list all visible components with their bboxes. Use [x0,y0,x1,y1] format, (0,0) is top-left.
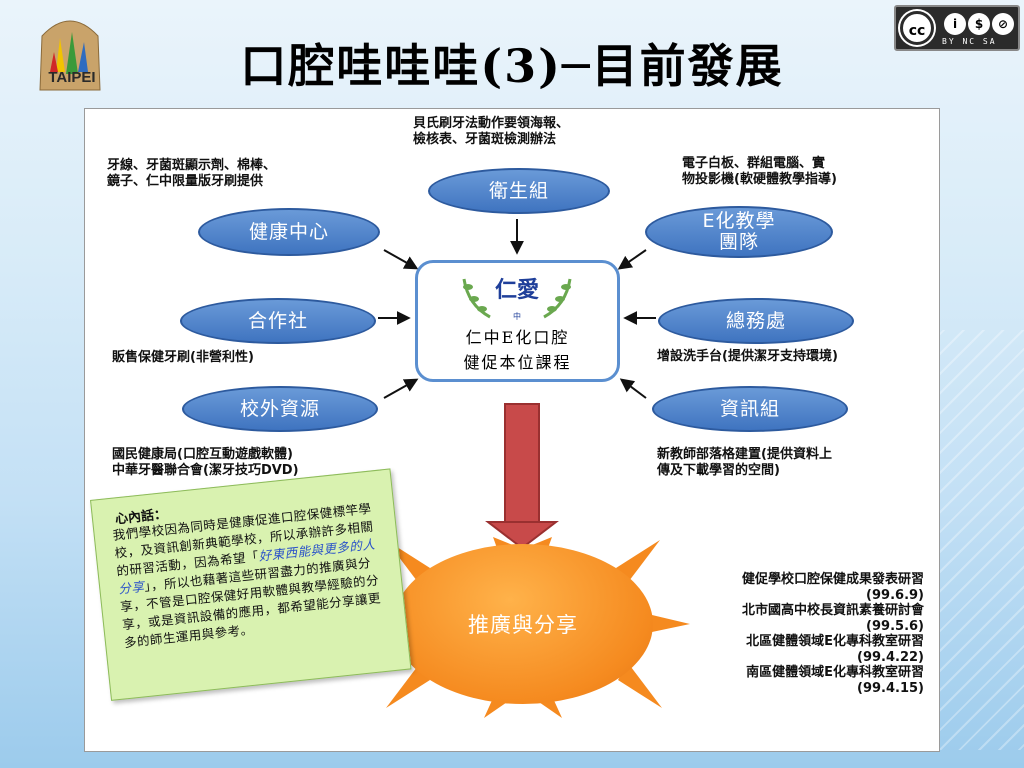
sticky-body: 我們學校因為同時是健康促進口腔保健標竿學校，及資訊創新典範學校，所以承辦許多相關… [112,499,392,652]
share-arrow-head [485,521,559,550]
slide-title: 口腔哇哇哇(3)─目前發展 [240,39,784,93]
cc-license-badge[interactable]: cc i $ ⊘ BY NC SA [894,5,1020,51]
node-health[interactable]: 衛生組 [428,168,610,214]
arrow-info [619,378,647,399]
node-outside[interactable]: 校外資源 [182,386,378,432]
node-coop[interactable]: 合作社 [180,298,376,344]
node-health-center[interactable]: 健康中心 [198,208,380,256]
taipei-logo-text: TAIPEI [48,69,96,86]
arrow-outside [383,378,419,399]
note-health: 貝氏刷牙法動作要領海報、 檢核表、牙菌斑檢測辦法 [413,116,570,147]
cc-license-label: BY NC SA [942,37,997,46]
note-health-center: 牙線、牙菌斑顯示劑、棉棒、 鏡子、仁中限量版牙刷提供 [107,158,277,189]
node-info[interactable]: 資訊組 [652,386,848,432]
ren-ai-logo-text: 仁愛 [495,277,539,303]
nc-icon: $ [968,13,990,35]
share-sun[interactable]: 推廣與分享 [393,544,653,704]
arrow-elearn [617,249,647,270]
by-icon: i [944,13,966,35]
sa-icon: ⊘ [992,13,1014,35]
center-course-box[interactable]: 仁愛 中 仁中E化口腔 健促本位課程 [415,260,620,382]
note-info: 新教師部落格建置(提供資料上 傳及下載學習的空間) [657,447,832,478]
cc-icon: cc [900,11,934,45]
taipei-logo [39,20,101,91]
ren-ai-logo: 仁愛 中 [462,277,572,321]
node-elearn[interactable]: E化教學 團隊 [645,206,833,258]
note-coop: 販售保健牙刷(非營利性) [112,350,254,365]
ren-ai-logo-sub: 中 [513,311,521,321]
note-elearn: 電子白板、群組電腦、實 物投影機(軟硬體教學指導) [682,156,837,187]
arrow-health-center [383,249,419,270]
node-general[interactable]: 總務處 [658,298,854,344]
workshop-list: 健促學校口腔保健成果發表研習 (99.6.9) 北市國高中校長資訊素養研討會 (… [741,572,924,696]
center-course-text: 仁中E化口腔 健促本位課程 [463,328,572,372]
share-arrow-shaft [504,403,540,525]
note-general: 增設洗手台(提供潔牙支持環境) [657,349,838,364]
sticky-note: 心內話： 我們學校因為同時是健康促進口腔保健標竿學校，及資訊創新典範學校，所以承… [90,468,412,701]
note-outside: 國民健康局(口腔互動遊戲軟體) 中華牙醫聯合會(潔牙技巧DVD) [112,447,299,478]
